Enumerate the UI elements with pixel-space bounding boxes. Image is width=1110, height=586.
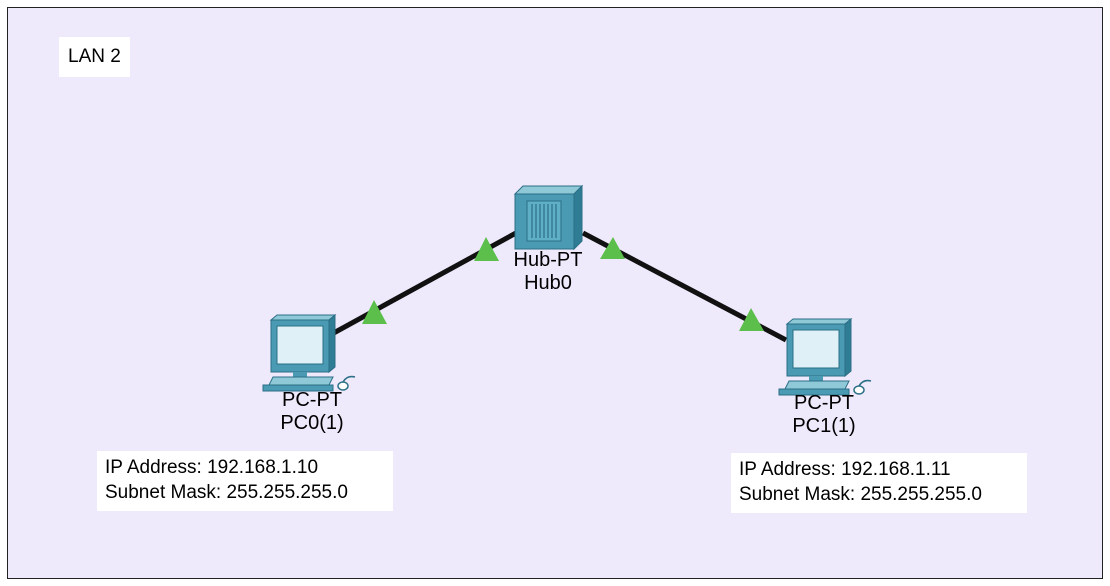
link-status-up-icon <box>739 308 764 331</box>
subnet-mask-text: Subnet Mask: 255.255.255.0 <box>105 482 348 503</box>
device-type: PC-PT <box>794 392 854 414</box>
device-type: Hub-PT <box>513 249 583 271</box>
link-status-up-icon <box>474 237 499 261</box>
link-status-up-icon <box>600 237 625 259</box>
pc-icon[interactable] <box>778 317 872 396</box>
topology-links <box>262 184 872 396</box>
device-label-hub: Hub-PT Hub0 <box>488 249 608 295</box>
device-name: PC1(1) <box>792 415 856 437</box>
workspace-canvas[interactable]: LAN 2 Hub-PT Hub0 PC-PT PC0(1) PC-PT PC1… <box>7 7 1103 579</box>
hub-icon[interactable] <box>513 184 584 251</box>
area-label[interactable]: LAN 2 <box>59 37 130 77</box>
pc-icon[interactable] <box>262 313 356 392</box>
ip-info-note-pc1[interactable]: IP Address: 192.168.1.11 Subnet Mask: 25… <box>731 453 1027 513</box>
device-type: PC-PT <box>282 389 342 411</box>
device-label-pc1: PC-PT PC1(1) <box>764 392 884 438</box>
ip-info-note-pc0[interactable]: IP Address: 192.168.1.10 Subnet Mask: 25… <box>97 451 393 511</box>
link-status-up-icon <box>362 300 387 324</box>
ip-address-text: IP Address: 192.168.1.10 <box>105 457 319 478</box>
ip-address-text: IP Address: 192.168.1.11 <box>739 459 951 480</box>
subnet-mask-text: Subnet Mask: 255.255.255.0 <box>739 484 982 505</box>
device-name: Hub0 <box>524 272 572 294</box>
device-name: PC0(1) <box>280 412 344 434</box>
device-label-pc0: PC-PT PC0(1) <box>252 389 372 435</box>
